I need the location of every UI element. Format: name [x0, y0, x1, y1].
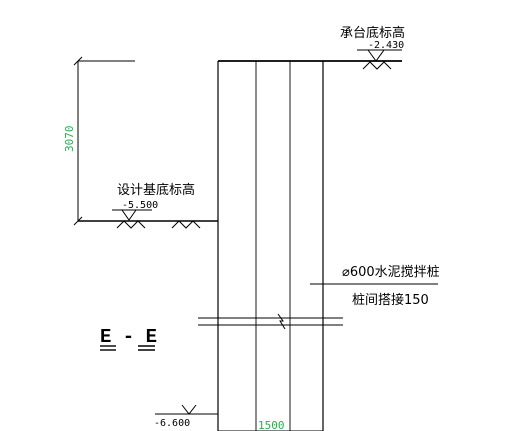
cap-bottom-elev-marker	[357, 49, 402, 70]
pile-name-label: ⌀600水泥搅拌桩	[342, 264, 440, 280]
height-dimension	[73, 56, 135, 226]
break-lines	[198, 313, 343, 330]
design-bottom-elev-value: -5.500	[122, 200, 158, 211]
design-bottom-label: 设计基底标高	[117, 182, 195, 198]
pile-body	[78, 60, 402, 431]
cap-bottom-elev-value: -2.430	[368, 40, 404, 51]
width-dimension-text: 1500	[258, 419, 285, 431]
section-mark: E - E	[100, 326, 157, 348]
section-mark-underline	[100, 345, 155, 351]
lower-elev-value: -6.600	[154, 418, 190, 429]
design-bottom-elev-marker	[112, 209, 201, 229]
lower-elev-marker	[155, 404, 218, 415]
height-dimension-text: 3070	[63, 126, 76, 153]
cap-bottom-label: 承台底标高	[340, 25, 405, 41]
pile-overlap-label: 桩间搭接150	[352, 292, 429, 308]
